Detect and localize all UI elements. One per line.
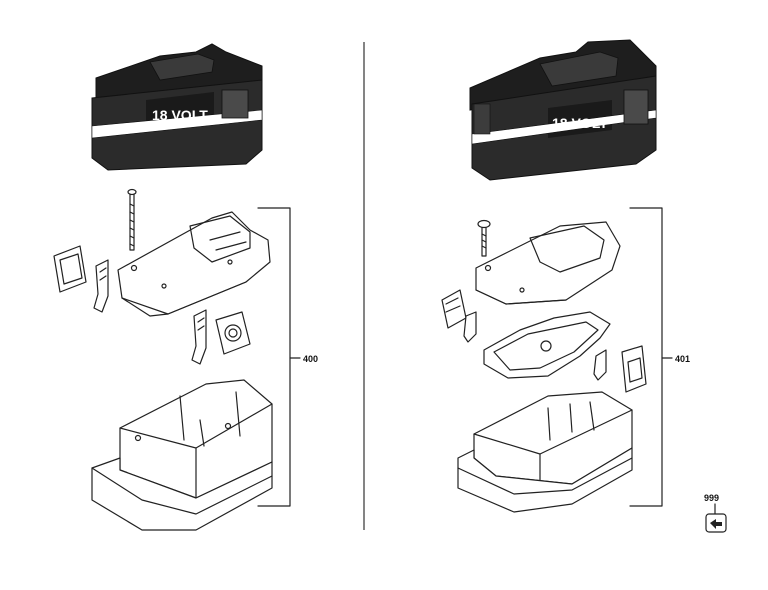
connector-socket-right — [621, 345, 647, 393]
exploded-parts-left: 400 — [53, 188, 318, 531]
callout-400: 400 — [303, 354, 318, 364]
terminal-clip-right — [463, 311, 477, 343]
battery-voltage-label-right: 18 VOLT — [552, 115, 608, 131]
callout-999: 999 — [704, 493, 719, 503]
callout-401: 401 — [675, 354, 690, 364]
bottom-case-right — [457, 391, 633, 513]
top-housing-right — [475, 221, 621, 305]
battery-voltage-label-left: 18 VOLT — [152, 107, 208, 123]
exploded-parts-right: 401 — [441, 207, 690, 513]
screw-right — [477, 219, 491, 257]
gasket-right — [483, 311, 611, 379]
terminal-clip-left-2 — [191, 309, 207, 365]
bracket-left — [257, 207, 291, 507]
bracket-right — [629, 207, 663, 507]
battery-pack-right: 18 VOLT — [469, 39, 657, 181]
accessory-item: 999 — [704, 493, 727, 533]
connector-socket-left — [215, 311, 251, 355]
contact-plate-left — [53, 245, 87, 293]
terminal-clip-right-2 — [593, 349, 607, 381]
terminal-block-right — [441, 289, 467, 329]
bottom-case-left — [91, 379, 273, 531]
screw-left — [127, 188, 137, 251]
terminal-clip-left — [93, 259, 109, 313]
return-arrow-icon — [710, 519, 722, 529]
top-housing-left — [117, 211, 271, 317]
battery-pack-left: 18 VOLT — [91, 43, 263, 171]
